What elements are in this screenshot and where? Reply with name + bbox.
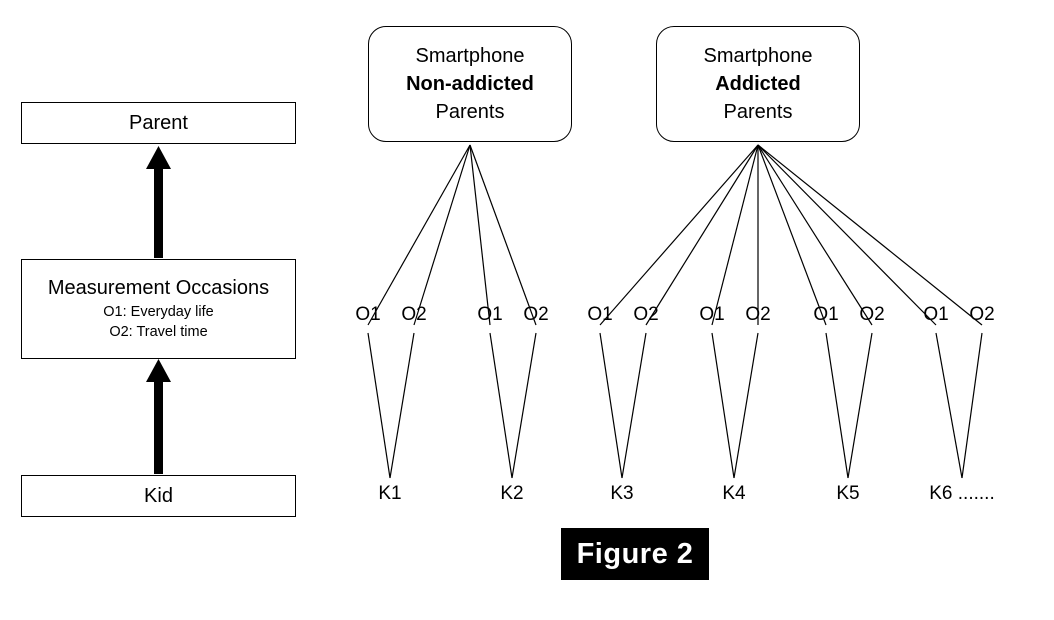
occasion-label-k4-o1: O1: [699, 304, 725, 325]
edge-addicted-to-k6-o1: [757, 144, 937, 326]
occasion-label-k1-o2: O2: [401, 304, 427, 325]
edge-nonaddicted-to-k1-o2: [413, 144, 471, 326]
legend-kid-title: Kid: [144, 485, 173, 507]
arrow-kid-to-measurement: [146, 359, 171, 474]
edge-o2-to-k2-1: [511, 332, 537, 479]
group-box-addicted-parents: Smartphone Addicted Parents: [656, 26, 860, 142]
edge-o1-to-k6-0: [935, 332, 963, 479]
legend-measurement-stack: Measurement Occasions O1: Everyday life …: [48, 276, 269, 342]
figure-caption: Figure 2: [561, 528, 709, 580]
occasion-label-k5-o1: O1: [813, 304, 839, 325]
kid-label-k1: K1: [378, 483, 402, 504]
arrow-measurement-to-parent: [146, 146, 171, 258]
edge-addicted-to-k3-o2: [645, 144, 759, 326]
kid-label-k2: K2: [500, 483, 524, 504]
group-nonaddicted-line1: Smartphone: [415, 45, 525, 67]
occasion-label-k3-o1: O1: [587, 304, 613, 325]
legend-box-parent: Parent: [21, 102, 296, 144]
edge-o2-to-k6-1: [961, 332, 983, 479]
edge-o1-to-k3-0: [599, 332, 623, 479]
edge-o1-to-k4-0: [711, 332, 735, 479]
edge-nonaddicted-to-k2-o1: [469, 144, 491, 326]
occasion-label-k4-o2: O2: [745, 304, 771, 325]
edge-addicted-to-k6-o2: [757, 144, 983, 326]
legend-measurement-o1: O1: Everyday life: [103, 304, 214, 320]
occasion-label-k1-o1: O1: [355, 304, 381, 325]
kid-label-k6: K6 .......: [929, 483, 995, 504]
occasion-label-k6-o2: O2: [969, 304, 995, 325]
edge-o2-to-k3-1: [621, 332, 647, 479]
edge-o2-to-k4-1: [733, 332, 759, 479]
group-nonaddicted-line3: Parents: [435, 101, 505, 123]
edge-addicted-to-k5-o1: [757, 144, 827, 326]
occasion-label-k3-o2: O2: [633, 304, 659, 325]
legend-measurement-o2: O2: Travel time: [109, 324, 208, 340]
edge-o1-to-k5-0: [825, 332, 849, 479]
legend-measurement-title: Measurement Occasions: [47, 277, 270, 299]
group-addicted-line3: Parents: [723, 101, 793, 123]
edge-o2-to-k5-1: [847, 332, 873, 479]
edge-addicted-to-k3-o1: [599, 144, 759, 326]
legend-parent-title: Parent: [129, 112, 188, 134]
figure-caption-text: Figure 2: [576, 537, 694, 570]
edge-nonaddicted-to-k1-o1: [367, 144, 471, 326]
occasion-label-k2-o2: O2: [523, 304, 549, 325]
legend-box-kid: Kid: [21, 475, 296, 517]
edge-o1-to-k2-0: [489, 332, 513, 479]
group-addicted-line2: Addicted: [715, 73, 801, 95]
edge-addicted-to-k5-o2: [757, 144, 873, 326]
group-nonaddicted-line2: Non-addicted: [406, 73, 534, 95]
edge-o2-to-k1-1: [389, 332, 415, 479]
edge-o1-to-k1-0: [367, 332, 391, 479]
occasion-label-k2-o1: O1: [477, 304, 503, 325]
occasion-label-k5-o2: O2: [859, 304, 885, 325]
group-box-non-addicted-parents: Smartphone Non-addicted Parents: [368, 26, 572, 142]
group-addicted-line1: Smartphone: [703, 45, 813, 67]
edge-addicted-to-k4-o1: [711, 144, 759, 326]
kid-label-k5: K5: [836, 483, 860, 504]
kid-label-k3: K3: [610, 483, 634, 504]
occasion-label-k6-o1: O1: [923, 304, 949, 325]
edge-nonaddicted-to-k2-o2: [469, 144, 537, 326]
legend-box-measurement-occasions: Measurement Occasions O1: Everyday life …: [21, 259, 296, 359]
kid-label-k4: K4: [722, 483, 746, 504]
